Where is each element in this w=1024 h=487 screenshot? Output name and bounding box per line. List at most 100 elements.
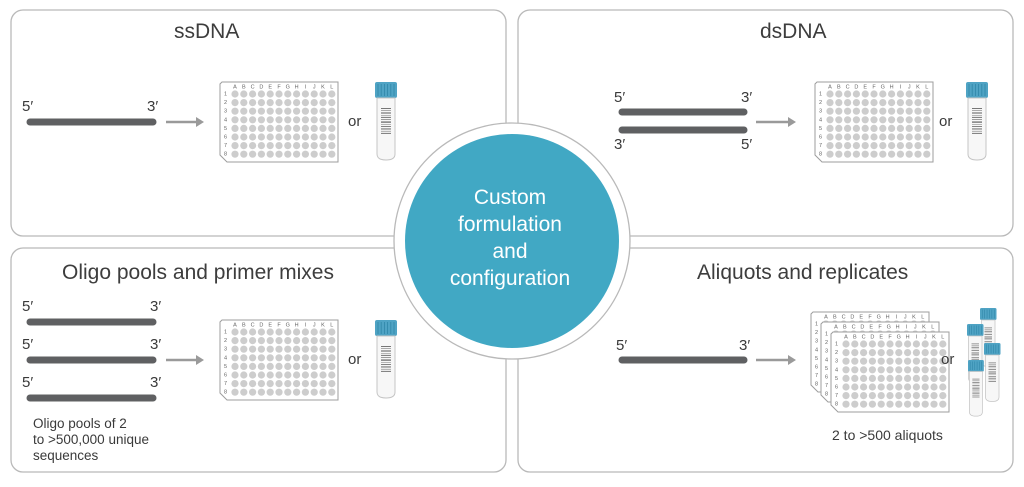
plate-well: [835, 133, 842, 140]
plate-well: [906, 99, 913, 106]
plate-column-label: E: [869, 325, 873, 331]
panel-title-pools: Oligo pools and primer mixes: [62, 261, 334, 285]
plate-row-label: 6: [819, 135, 822, 141]
plate-well: [835, 142, 842, 149]
plate-row-label: 8: [224, 152, 227, 158]
tube-barcode-bar: [985, 336, 993, 337]
plate-well: [835, 108, 842, 115]
plate-row-label: 3: [825, 349, 828, 355]
tube-barcode-bar: [381, 133, 391, 134]
plate-well: [860, 358, 867, 365]
plate-well: [258, 363, 265, 370]
plate-well: [275, 363, 282, 370]
plate-well: [906, 125, 913, 132]
plate-well: [231, 133, 238, 140]
plate-well: [906, 116, 913, 123]
plate-row-label: 1: [224, 92, 227, 98]
tube-barcode-bar: [972, 133, 982, 134]
plate-well: [870, 108, 877, 115]
tube-barcode-bar: [972, 131, 982, 132]
plate-well: [842, 392, 849, 399]
plate-well: [231, 371, 238, 378]
plate-well: [293, 346, 300, 353]
plate-well: [240, 151, 247, 158]
plate-row-label: 7: [835, 393, 838, 399]
plate-row-label: 1: [825, 332, 828, 338]
plate-well: [895, 401, 902, 408]
plate-well: [851, 383, 858, 390]
plate-well: [826, 90, 833, 97]
aliquots-3prime-label: 3′: [739, 337, 750, 354]
tube-barcode-bar: [381, 357, 391, 358]
plate-well: [275, 133, 282, 140]
ssdna-tube: [375, 82, 397, 160]
plate-well: [302, 328, 309, 335]
plate-well: [293, 363, 300, 370]
plate-row-label: 5: [835, 376, 838, 382]
plate-well: [293, 90, 300, 97]
plate-well: [284, 328, 291, 335]
plate-well: [895, 392, 902, 399]
tube-barcode-bar: [972, 115, 982, 116]
tube-barcode-bar: [972, 350, 980, 351]
tube-barcode-bar: [381, 350, 391, 351]
plate-well: [860, 349, 867, 356]
plate-well: [231, 142, 238, 149]
plate-well: [328, 380, 335, 387]
plate-well: [930, 401, 937, 408]
plate-well: [870, 116, 877, 123]
tube-barcode-bar: [972, 379, 979, 380]
plate-well: [319, 371, 326, 378]
plate-row-label: 2: [224, 100, 227, 106]
plate-well: [914, 90, 921, 97]
plate-well: [879, 133, 886, 140]
plate-well: [231, 363, 238, 370]
plate-column-label: H: [896, 325, 900, 331]
plate-well: [869, 349, 876, 356]
plate-column-label: J: [924, 335, 927, 341]
plate-row-label: 8: [224, 390, 227, 396]
plate-well: [284, 337, 291, 344]
plate-well: [914, 108, 921, 115]
plate-well: [302, 389, 309, 396]
plate-well: [826, 108, 833, 115]
plate-well: [914, 116, 921, 123]
tube-barcode-bar: [381, 112, 391, 113]
plate-well: [922, 340, 929, 347]
tube-barcode-bar: [381, 115, 391, 116]
plate-well: [275, 108, 282, 115]
plate-row-label: 4: [835, 367, 838, 373]
plate-well: [275, 151, 282, 158]
plate-row-label: 2: [825, 340, 828, 346]
tube-barcode-bar: [972, 119, 982, 120]
plate-well: [249, 354, 256, 361]
plate-well: [914, 133, 921, 140]
plate-well: [249, 346, 256, 353]
plate-well: [328, 337, 335, 344]
plate-well: [851, 392, 858, 399]
plate-well: [888, 90, 895, 97]
plate-well: [904, 340, 911, 347]
plate-well: [267, 90, 274, 97]
plate-well: [878, 375, 885, 382]
plate-well: [284, 389, 291, 396]
plate-well: [249, 108, 256, 115]
plate-well: [869, 401, 876, 408]
plate-well: [895, 349, 902, 356]
plate-column-label: D: [870, 335, 874, 341]
plate-row-label: 4: [819, 117, 822, 123]
plate-well: [258, 90, 265, 97]
plate-well: [844, 142, 851, 149]
plate-well: [870, 133, 877, 140]
plate-row-label: 6: [224, 373, 227, 379]
plate-well: [302, 125, 309, 132]
plate-well: [293, 371, 300, 378]
plate-well: [267, 371, 274, 378]
plate-well: [895, 383, 902, 390]
plate-well: [886, 392, 893, 399]
plate-well: [939, 401, 946, 408]
tube-barcode-bar: [972, 128, 982, 129]
plate-column-label: L: [921, 315, 924, 321]
plate-well: [249, 90, 256, 97]
